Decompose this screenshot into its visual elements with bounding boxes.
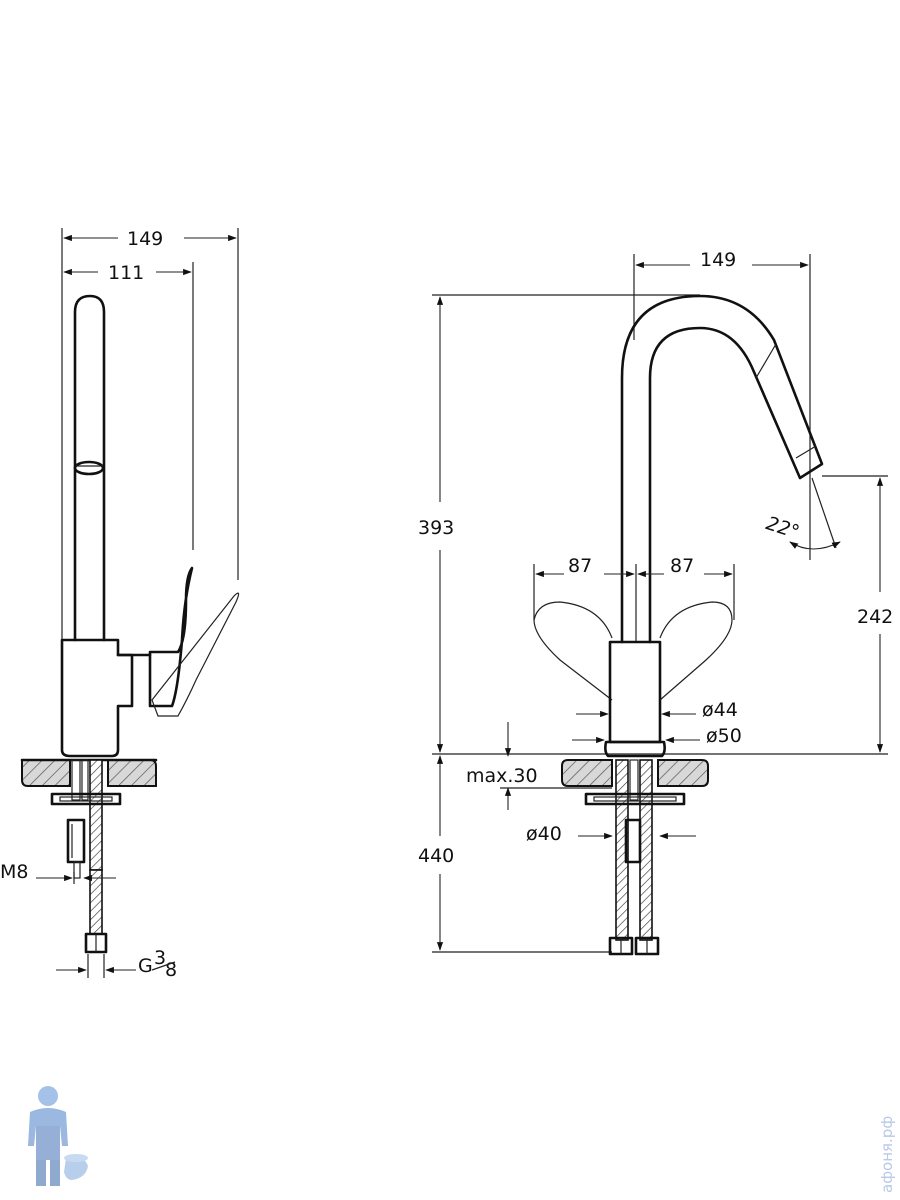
front-countertop-right	[657, 759, 709, 787]
side-nut	[66, 818, 86, 864]
front-dim-50-label: ø50	[706, 725, 742, 747]
side-hose-lower	[89, 869, 103, 935]
side-dim-149-label: 149	[127, 228, 163, 250]
front-fixing-plate	[584, 792, 686, 806]
side-fixing-plate	[50, 792, 122, 806]
watermark-text: афоня.рф	[878, 1116, 896, 1193]
front-dim-440-label: 440	[418, 845, 454, 867]
watermark: афоня.рф	[878, 1116, 896, 1193]
side-fixing-plate-inner	[59, 796, 113, 802]
front-nut	[624, 818, 642, 864]
front-body-base	[604, 740, 666, 758]
front-hose-right	[639, 759, 653, 941]
front-view: 149 393 440 242 22° 87 87	[418, 249, 893, 956]
front-handle-left	[533, 601, 613, 701]
side-spout	[73, 294, 106, 642]
side-stud-2	[81, 759, 89, 801]
front-stud	[629, 759, 639, 801]
front-spout-aerator-line	[795, 445, 817, 459]
side-dim-g-label: G	[138, 955, 153, 977]
front-spout	[620, 294, 824, 644]
side-view: 149 111	[0, 228, 240, 981]
front-handle-right	[659, 601, 733, 701]
front-body	[608, 640, 662, 744]
front-fixing-plate-inner	[593, 796, 677, 802]
front-dim-40-label: ø40	[526, 823, 562, 845]
side-body	[60, 638, 134, 758]
side-hose-1	[89, 759, 103, 871]
side-dim-g-frac-bar	[151, 961, 176, 971]
side-handle	[148, 566, 194, 708]
side-m8-stud	[73, 861, 81, 879]
front-angle-line-stream	[811, 477, 837, 549]
front-dim-max30-label: max.30	[466, 765, 538, 787]
front-dim-87-left-label: 87	[568, 555, 592, 577]
front-dim-87-right-label: 87	[670, 555, 694, 577]
front-spout-neck-line	[755, 343, 777, 379]
side-handle-open	[151, 592, 240, 717]
plumber-mascot-logo	[28, 1086, 88, 1186]
front-countertop-left	[561, 759, 613, 787]
side-dim-g-frac-num: 3	[154, 947, 166, 969]
side-spout-aerator	[73, 460, 105, 476]
side-countertop-left	[21, 759, 71, 787]
front-dim-149-label: 149	[700, 249, 736, 271]
side-stud-1	[71, 759, 81, 801]
side-dim-111-label: 111	[108, 262, 144, 284]
front-dim-44-label: ø44	[702, 699, 738, 721]
side-dim-g-frac-den: 8	[165, 959, 177, 981]
side-countertop-right	[107, 759, 157, 787]
front-angle-arc	[789, 541, 841, 550]
front-angle-label: 22°	[763, 512, 802, 543]
side-dim-m8-label: M8	[0, 861, 28, 883]
front-dim-393-label: 393	[418, 517, 454, 539]
front-dim-242-label: 242	[857, 606, 893, 628]
